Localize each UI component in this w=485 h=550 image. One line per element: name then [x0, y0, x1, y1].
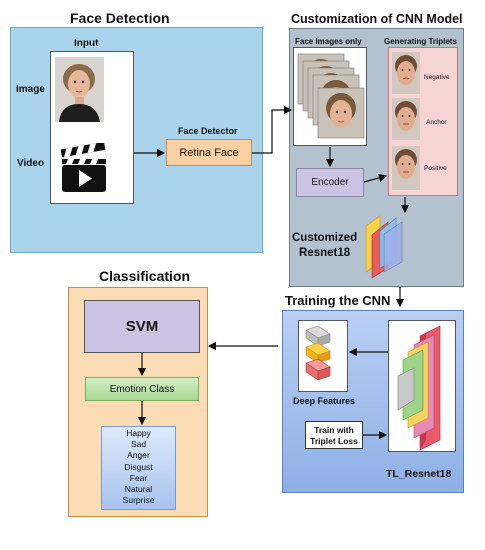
resnet18-label: Resnet18 — [299, 247, 351, 259]
positive-label: Positive — [424, 165, 447, 172]
training-title: Training the CNN — [285, 293, 391, 308]
customized-label: Customized — [292, 232, 358, 244]
face-detector-caption: Face Detector — [178, 126, 238, 136]
triplets-label: Generating Triplets — [384, 37, 457, 46]
triplet-loss-label: Triplet Loss — [310, 436, 358, 446]
svm-label: SVM — [125, 318, 159, 335]
emotion-item: Happy — [126, 428, 151, 438]
emotion-item: Anger — [127, 450, 150, 461]
train-triplet-loss-box: Train with Triplet Loss — [305, 421, 363, 449]
cnn-customization-title: Customization of CNN Model — [291, 12, 463, 26]
classification-title: Classification — [99, 268, 191, 284]
emotion-class-label: Emotion Class — [109, 383, 175, 395]
input-label: Input — [74, 38, 99, 49]
anchor-face — [392, 98, 420, 140]
positive-face — [392, 146, 420, 190]
emotion-item: Sad — [130, 439, 147, 450]
emotion-item: Surprise — [122, 495, 155, 506]
encoder-label: Encoder — [311, 177, 349, 188]
emotion-class-box: Emotion Class — [85, 377, 199, 401]
input-face-photo — [55, 57, 104, 122]
tl-resnet-label: TL_Resnet18 — [386, 468, 452, 480]
emotion-list-box: Happy Sad Anger Disgust Fear Natural Sur… — [101, 426, 176, 510]
anchor-label: Anchor — [426, 119, 447, 126]
face-images-box — [293, 47, 367, 146]
face-images-label: Face Images only — [295, 37, 362, 46]
negative-face — [392, 52, 420, 94]
encoder-box: Encoder — [296, 168, 364, 197]
retina-face-label: Retina Face — [179, 146, 239, 159]
negative-label: Negative — [424, 74, 450, 81]
image-label: Image — [16, 84, 45, 95]
emotion-item: Fear — [129, 472, 148, 483]
face-detection-title: Face Detection — [70, 10, 170, 26]
train-with-label: Train with — [314, 425, 354, 435]
emotion-item: Natural — [124, 484, 153, 495]
video-clapperboard-icon — [60, 143, 108, 193]
emotion-item: Disgust — [124, 461, 153, 472]
svm-box: SVM — [84, 300, 200, 353]
retina-face-box: Retina Face — [166, 139, 252, 166]
video-label: Video — [17, 158, 45, 169]
deep-features-label: Deep Features — [293, 396, 356, 406]
